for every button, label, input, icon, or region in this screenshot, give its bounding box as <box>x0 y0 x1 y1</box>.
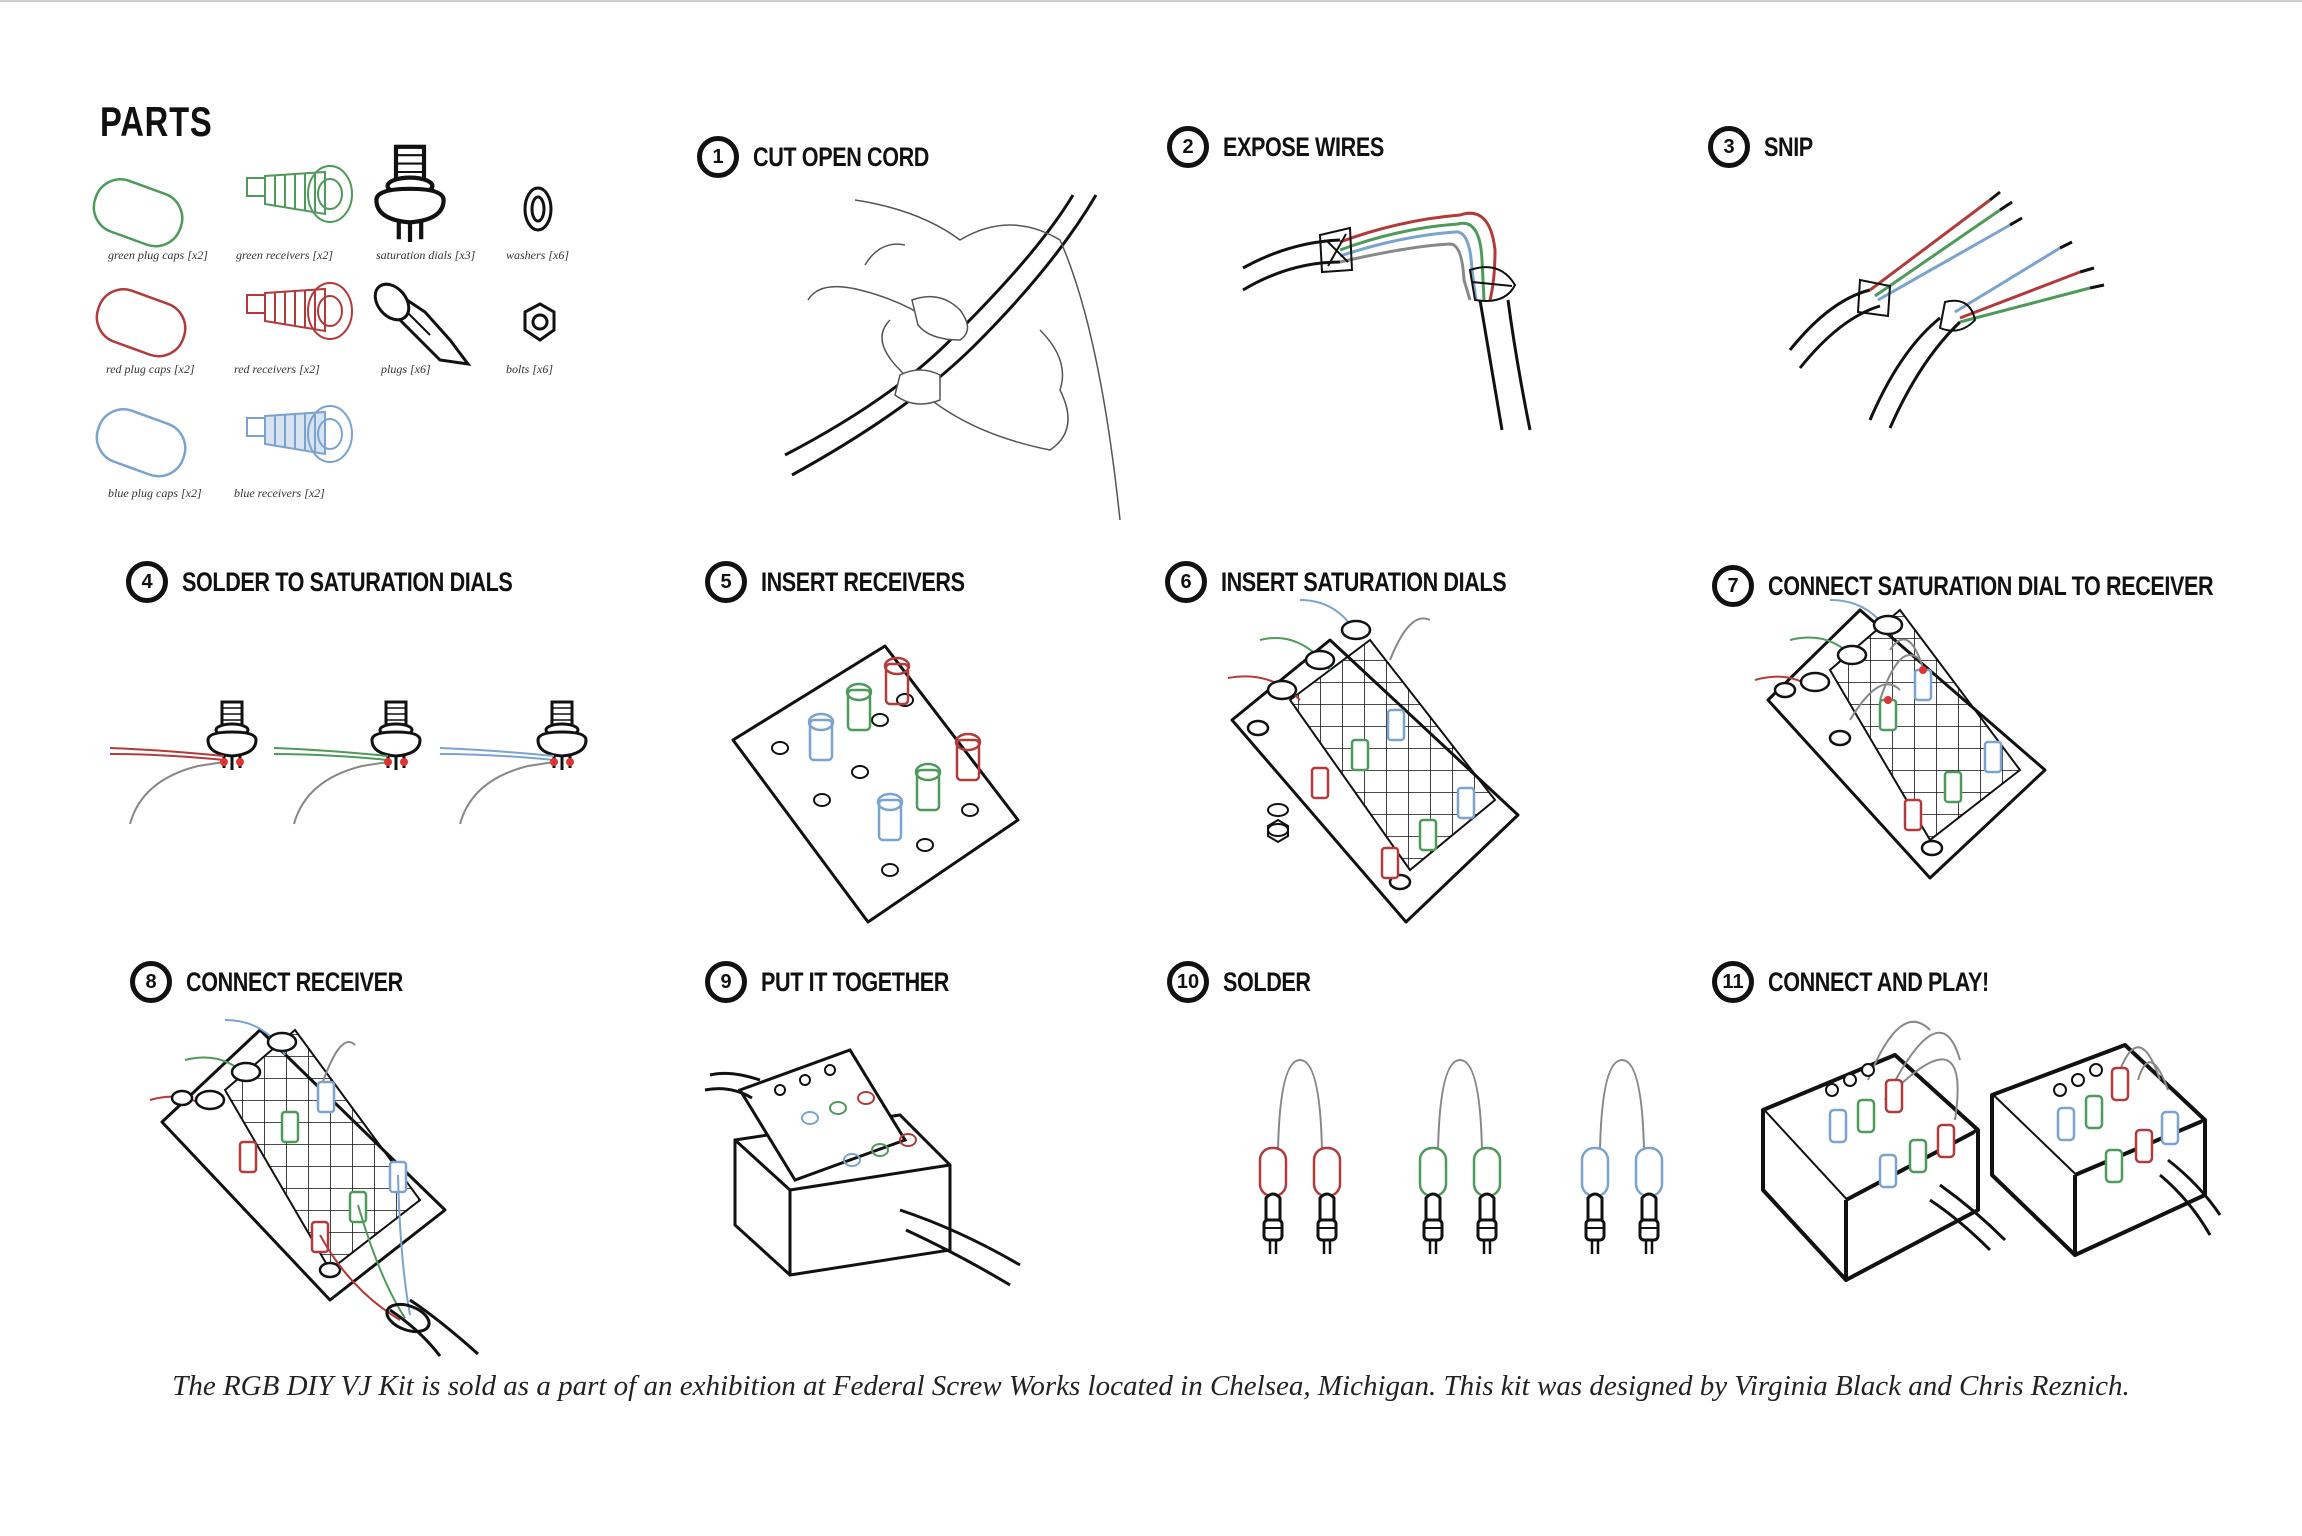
step-1-heading: 1 CUT OPEN CORD <box>697 136 973 178</box>
step-title: CONNECT RECEIVER <box>186 966 403 997</box>
part-label-red-receivers: red receivers [x2] <box>234 362 320 376</box>
step-5-heading: 5 INSERT RECEIVERS <box>705 561 1016 603</box>
step-number-badge: 7 <box>1712 565 1754 607</box>
part-label-green-receivers: green receivers [x2] <box>236 248 334 262</box>
step-8-heading: 8 CONNECT RECEIVER <box>130 961 457 1003</box>
step-number-badge: 8 <box>130 961 172 1003</box>
step-6-insert-dials-drawing <box>1227 599 1520 924</box>
step-title: SNIP <box>1764 131 1813 162</box>
part-label-plugs: plugs [x6] <box>381 362 431 376</box>
green-plug-cap-drawing <box>92 178 184 248</box>
step-11-connect-play-drawing <box>1761 1020 2222 1282</box>
part-label-bolts: bolts [x6] <box>506 362 554 376</box>
step-9-put-together-drawing <box>704 1048 1021 1287</box>
top-rule <box>0 0 2302 2</box>
step-5-insert-receivers-drawing <box>731 644 1020 924</box>
step-9-heading: 9 PUT IT TOGETHER <box>705 961 996 1003</box>
step-number-badge: 1 <box>697 136 739 178</box>
step-3-heading: 3 SNIP <box>1708 126 1825 168</box>
red-plug-cap-drawing <box>95 288 187 358</box>
red-receiver-drawing <box>246 282 353 340</box>
step-4-heading: 4 SOLDER TO SATURATION DIALS <box>126 561 595 603</box>
step-title: SOLDER <box>1223 966 1311 997</box>
step-number-badge: 4 <box>126 561 168 603</box>
parts-title: PARTS <box>100 98 213 145</box>
step-title: CONNECT SATURATION DIAL TO RECEIVER <box>1768 570 2214 601</box>
washer-drawing <box>523 186 553 232</box>
step-7-connect-dial-drawing <box>1754 599 2047 880</box>
step-2-expose-wires-drawing <box>1242 211 1532 431</box>
step-7-heading: 7 CONNECT SATURATION DIAL TO RECEIVER <box>1712 565 2302 607</box>
step-10-solder-drawing <box>1258 1058 1664 1256</box>
part-label-saturation-dials: saturation dials [x3] <box>376 248 476 262</box>
step-title: PUT IT TOGETHER <box>761 966 950 997</box>
part-label-blue-plug-caps: blue plug caps [x2] <box>108 486 202 500</box>
step-number-badge: 6 <box>1165 561 1207 603</box>
step-number-badge: 9 <box>705 961 747 1003</box>
step-4-solder-dials-drawing <box>109 700 588 825</box>
step-8-connect-receiver-drawing <box>149 1019 480 1357</box>
part-label-green-plug-caps: green plug caps [x2] <box>108 248 208 262</box>
caption: The RGB DIY VJ Kit is sold as a part of … <box>172 1370 2130 1402</box>
step-number-badge: 5 <box>705 561 747 603</box>
step-title: CONNECT AND PLAY! <box>1768 966 1989 997</box>
bolt-drawing <box>523 302 556 342</box>
part-label-washers: washers [x6] <box>506 248 570 262</box>
step-title: EXPOSE WIRES <box>1223 131 1384 162</box>
plug-drawing <box>373 282 472 366</box>
step-number-badge: 2 <box>1167 126 1209 168</box>
step-title: INSERT SATURATION DIALS <box>1221 566 1507 597</box>
step-11-heading: 11 CONNECT AND PLAY! <box>1712 961 2044 1003</box>
step-number-badge: 3 <box>1708 126 1750 168</box>
step-2-heading: 2 EXPOSE WIRES <box>1167 126 1424 168</box>
green-receiver-drawing <box>246 165 353 223</box>
blue-receiver-drawing <box>246 405 353 463</box>
step-10-heading: 10 SOLDER <box>1167 961 1333 1003</box>
saturation-dial-drawing <box>376 147 443 242</box>
step-title: CUT OPEN CORD <box>753 141 930 172</box>
step-title: SOLDER TO SATURATION DIALS <box>182 566 513 597</box>
step-title: INSERT RECEIVERS <box>761 566 965 597</box>
step-3-snip-drawing <box>1788 190 2105 429</box>
part-label-red-plug-caps: red plug caps [x2] <box>106 362 195 376</box>
blue-plug-cap-drawing <box>95 408 187 478</box>
step-1-cut-cord-drawing <box>784 194 1121 521</box>
step-number-badge: 10 <box>1167 961 1209 1003</box>
step-6-heading: 6 INSERT SATURATION DIALS <box>1165 561 1578 603</box>
step-number-badge: 11 <box>1712 961 1754 1003</box>
part-label-blue-receivers: blue receivers [x2] <box>234 486 325 500</box>
